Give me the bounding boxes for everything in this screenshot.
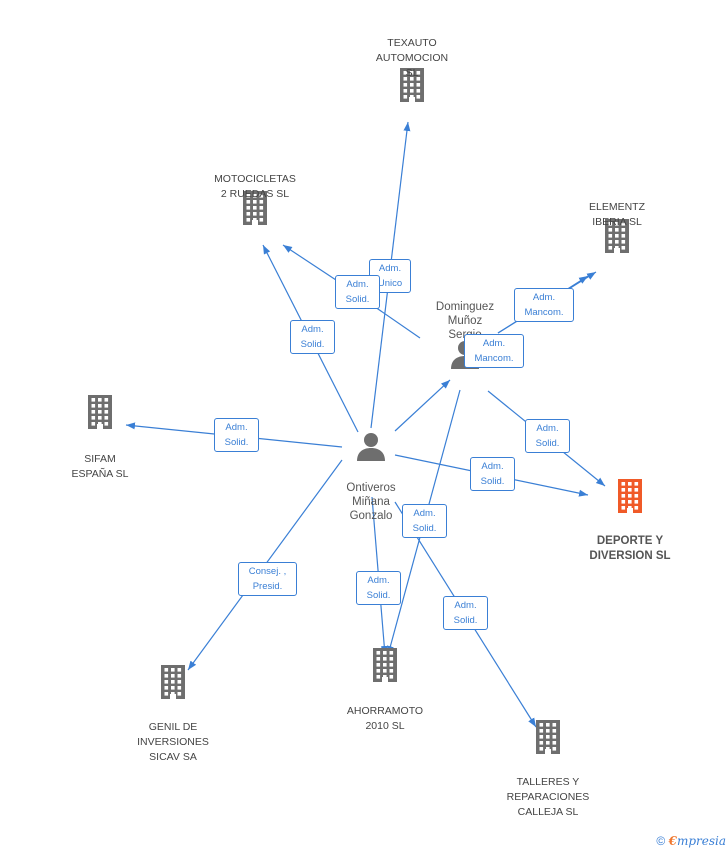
company-name-line: DIVERSION SL xyxy=(589,550,671,562)
relation-badge[interactable]: Adm. Solid. xyxy=(470,457,515,491)
relation-label-line: Solid. xyxy=(453,615,478,626)
person-icon[interactable] xyxy=(356,431,386,461)
relationship-edge xyxy=(394,379,451,432)
relation-label-line: Adm. xyxy=(481,461,504,472)
company-name-line: 2 RUEDAS SL xyxy=(220,188,290,200)
company-name-line: CALLEJA SL xyxy=(517,806,579,818)
company-name-line: ESPAÑA SL xyxy=(71,468,129,480)
relation-badge[interactable]: Adm. Solid. xyxy=(335,275,380,309)
company-name[interactable]: TALLERES Y REPARACIONES CALLEJA SL xyxy=(478,775,618,820)
company-name[interactable]: TEXAUTO AUTOMOCION SL xyxy=(342,36,482,81)
relationship-edge xyxy=(282,244,337,281)
relation-label-line: Adm. xyxy=(532,292,556,303)
building-icon[interactable] xyxy=(602,219,632,253)
building-icon[interactable] xyxy=(240,191,270,225)
company-name-line: AUTOMOCION xyxy=(375,52,449,64)
relation-label-line: Adm. xyxy=(301,324,324,335)
company-name-line: ELEMENTZ xyxy=(588,201,645,213)
person-name-line: Miñana xyxy=(352,496,390,508)
relation-label-line: Adm. xyxy=(413,508,436,519)
building-icon[interactable] xyxy=(85,395,115,429)
company-name-line: GENIL DE xyxy=(148,721,198,733)
company-name-line: INVERSIONES xyxy=(137,736,209,748)
building-icon[interactable] xyxy=(615,479,645,513)
relation-badge[interactable]: Adm. Mancom. xyxy=(464,334,524,368)
relation-badge[interactable]: Adm. Solid. xyxy=(443,596,488,630)
relation-label-line: Solid. xyxy=(480,476,505,487)
relation-label-line: Unico xyxy=(377,278,403,289)
relation-badge[interactable]: Adm. Solid. xyxy=(214,418,259,452)
relation-badge[interactable]: Adm. Mancom. xyxy=(514,288,574,322)
company-name-line: TALLERES Y xyxy=(516,776,580,788)
company-name-line: TEXAUTO xyxy=(387,37,437,49)
relation-label-line: Solid. xyxy=(224,437,249,448)
building-icon[interactable] xyxy=(158,665,188,699)
company-name-line: 2010 SL xyxy=(365,720,405,732)
relation-badge[interactable]: Adm. Solid. xyxy=(402,504,447,538)
relation-label-line: Adm. xyxy=(482,338,506,349)
copyright-symbol: © xyxy=(656,834,666,848)
building-icon[interactable] xyxy=(533,720,563,754)
relation-badge[interactable]: Adm. Solid. xyxy=(290,320,335,354)
relation-label-line: Adm. xyxy=(346,279,369,290)
building-icon[interactable] xyxy=(397,68,427,102)
relation-label-line: Solid. xyxy=(366,590,391,601)
person-name-line: Gonzalo xyxy=(349,510,393,522)
relation-label-line: Solid. xyxy=(300,339,325,350)
relation-label-line: Adm. xyxy=(536,423,559,434)
company-name[interactable]: AHORRAMOTO 2010 SL xyxy=(315,704,455,734)
company-name-line: IBERIA SL xyxy=(592,216,642,228)
relation-label-line: Consej. , xyxy=(248,566,287,577)
company-name-line: MOTOCICLETAS xyxy=(214,173,296,185)
relation-label-line: Mancom. xyxy=(524,307,564,318)
relation-label-line: Adm. xyxy=(225,422,248,433)
building-icon[interactable] xyxy=(370,648,400,682)
person-name-line: Dominguez xyxy=(435,301,495,313)
company-name[interactable]: DEPORTE Y DIVERSION SL xyxy=(560,534,700,564)
person-name-line: Ontiveros xyxy=(346,482,396,494)
person-name-line: Muñoz xyxy=(447,315,483,327)
relation-label-line: Adm. xyxy=(378,263,402,274)
company-name-line: SIFAM xyxy=(84,453,116,465)
relation-label-line: Solid. xyxy=(345,294,370,305)
relation-label-line: Solid. xyxy=(412,523,437,534)
relation-label-line: Adm. xyxy=(367,575,390,586)
company-name-line: DEPORTE Y xyxy=(596,535,664,547)
relation-badge[interactable]: Adm. Solid. xyxy=(525,419,570,453)
company-name[interactable]: SIFAM ESPAÑA SL xyxy=(30,452,170,482)
relation-badge[interactable]: Consej. , Presid. xyxy=(238,562,297,596)
relation-label-line: Mancom. xyxy=(474,353,514,364)
relation-label-line: Presid. xyxy=(252,581,283,592)
company-name[interactable]: MOTOCICLETAS 2 RUEDAS SL xyxy=(185,172,325,202)
company-name-line: AHORRAMOTO xyxy=(346,705,424,717)
company-name[interactable]: ELEMENTZ IBERIA SL xyxy=(547,200,687,230)
relation-label-line: Solid. xyxy=(535,438,560,449)
empresia-logo: €mpresia xyxy=(668,834,726,848)
company-name-line: SL xyxy=(405,67,419,79)
company-name-line: REPARACIONES xyxy=(506,791,590,803)
company-name-line: SICAV SA xyxy=(149,751,197,763)
relation-badge[interactable]: Adm. Solid. xyxy=(356,571,401,605)
company-name[interactable]: GENIL DE INVERSIONES SICAV SA xyxy=(103,720,243,765)
footer-brand: © €mpresia xyxy=(656,834,726,848)
relation-label-line: Adm. xyxy=(454,600,477,611)
